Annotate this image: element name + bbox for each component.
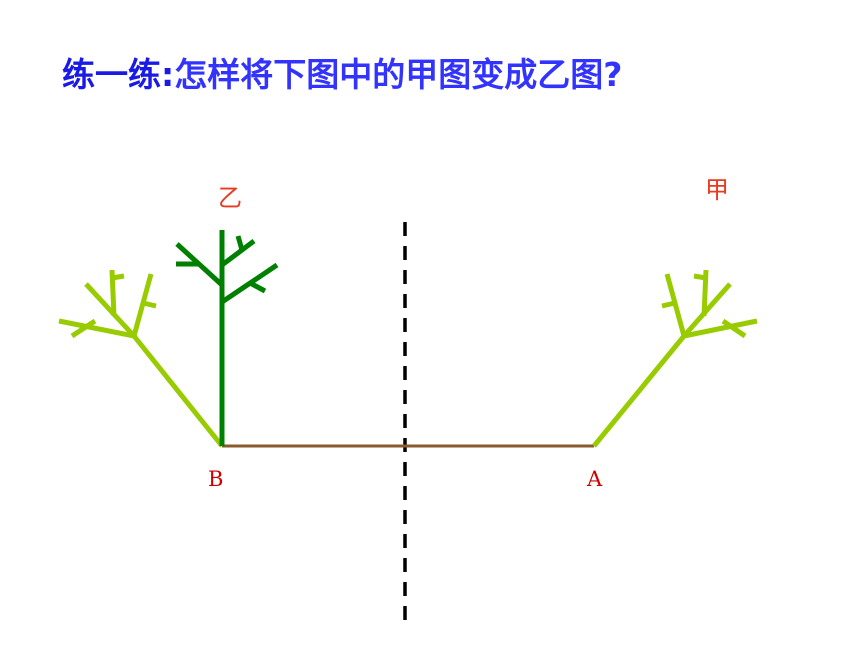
figure-label-jia: 甲	[705, 176, 729, 204]
title-prefix: 练一练:	[62, 55, 174, 94]
figure-label-yi: 乙	[218, 184, 242, 212]
title-question: 怎样将下图中的甲图变成乙图?	[174, 55, 622, 94]
page-title: 练一练:怎样将下图中的甲图变成乙图?	[62, 55, 622, 94]
mirrored-tree-left	[58, 269, 224, 448]
tree-jia	[592, 269, 758, 448]
tree-yi	[175, 230, 279, 446]
point-label-b: B	[208, 467, 223, 491]
point-label-a: A	[586, 467, 603, 491]
